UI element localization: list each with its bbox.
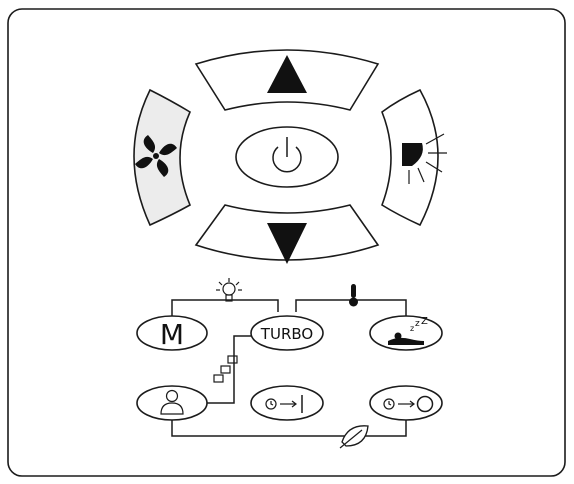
timer-on-button[interactable]: [250, 385, 324, 421]
leaf-icon: [339, 425, 369, 449]
svg-text:z: z: [410, 324, 414, 333]
swing-louver-icon: [402, 133, 447, 184]
fan-button[interactable]: [133, 88, 192, 227]
mode-button[interactable]: M: [136, 315, 208, 351]
sleep-icon: z z Z: [388, 316, 428, 345]
power-icon: [272, 137, 302, 173]
fan-icon: [135, 135, 177, 177]
person-icon: [160, 389, 184, 415]
turbo-label: TURBO: [260, 325, 313, 343]
sleep-button[interactable]: z z Z: [369, 315, 443, 351]
triangle-up-icon: [267, 55, 307, 93]
up-button[interactable]: [194, 49, 380, 111]
timer-off-button[interactable]: [369, 385, 443, 421]
light-bulb-icon: [216, 278, 242, 302]
down-button[interactable]: [194, 204, 380, 264]
triangle-down-icon: [267, 223, 307, 264]
power-button[interactable]: [235, 126, 339, 188]
turbo-button[interactable]: TURBO: [250, 315, 324, 351]
mode-label: M: [160, 318, 184, 351]
combo-lines: [171, 299, 407, 437]
swing-button[interactable]: [381, 88, 447, 227]
svg-text:Z: Z: [421, 316, 428, 327]
svg-text:z: z: [415, 319, 420, 329]
network-icon: [213, 355, 238, 383]
follow-me-button[interactable]: [136, 385, 208, 421]
timer-off-icon: [383, 395, 434, 413]
thermometer-icon: [349, 284, 358, 307]
timer-on-icon: [265, 395, 303, 413]
